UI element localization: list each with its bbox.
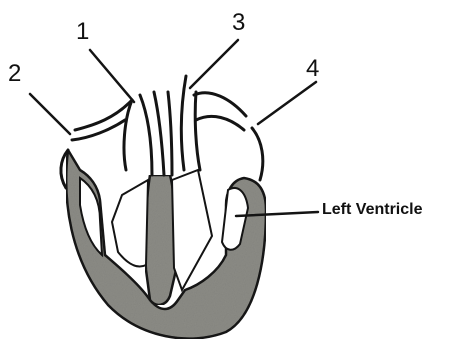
right-ventricle-chamber [112,180,148,267]
pointer-line-4 [258,82,316,124]
pulmonary-artery-left-branch [75,100,132,130]
left-atrium-chamber [172,170,212,290]
vessel-center-right [168,92,172,175]
great-vessels [61,76,263,188]
label-1: 1 [76,20,89,44]
label-4: 4 [306,57,319,81]
pulmonary-vein-stub [252,128,263,180]
vessel-left-wall [140,95,152,175]
vessel-right-inner [181,76,186,170]
label-3: 3 [232,11,245,35]
vessel-left-inner [124,100,132,170]
vessel-right-wall [195,92,200,170]
label-left-ventricle: Left Ventricle [322,202,422,218]
vessel-center-left [154,92,164,175]
aorta-right-branch-lower [196,116,244,130]
pointer-line-3 [190,40,238,88]
aorta-right-branch [194,93,246,116]
pointer-line-2 [30,94,70,134]
pointer-line-1 [90,50,134,102]
label-2: 2 [8,62,21,86]
